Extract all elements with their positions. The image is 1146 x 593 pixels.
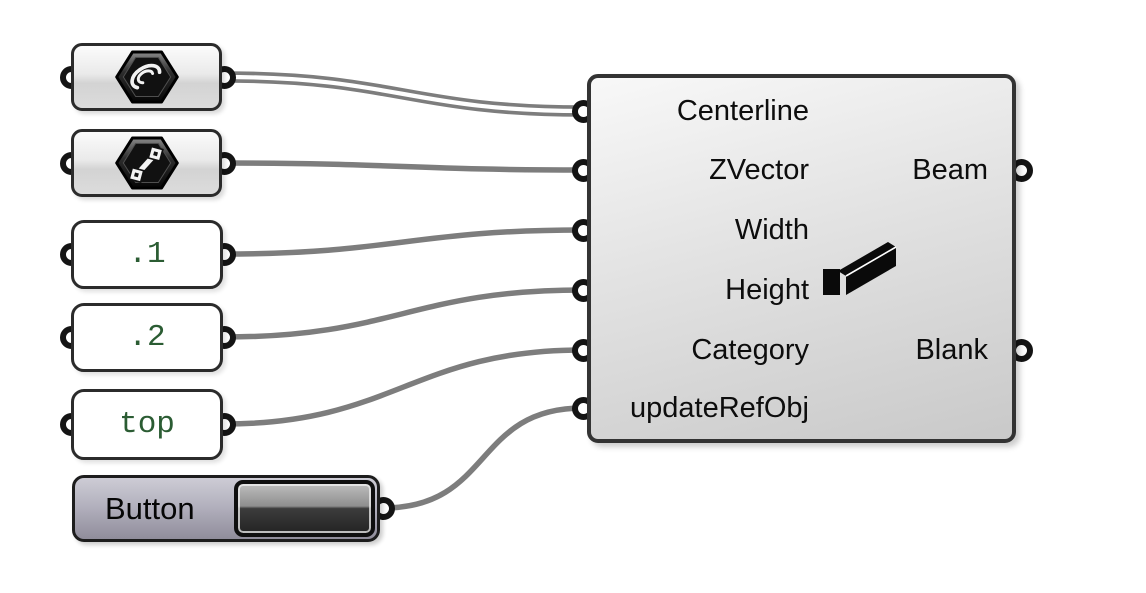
panel-height-value[interactable]: .2 bbox=[71, 303, 223, 372]
wire-curve_param.out-beam.in0[interactable] bbox=[223, 74, 584, 114]
input-label-category: Category bbox=[691, 334, 809, 366]
panel-category-text: top bbox=[119, 407, 175, 442]
button-node-label: Button bbox=[105, 491, 195, 526]
wire-panel_category.out-beam.in4[interactable] bbox=[223, 347, 584, 427]
wire-button.out-beam.in5[interactable] bbox=[382, 405, 584, 511]
beam-component[interactable]: Centerline ZVector Width Height Category… bbox=[587, 74, 1016, 443]
input-label-zvector: ZVector bbox=[709, 154, 809, 186]
output-label-blank: Blank bbox=[915, 334, 988, 366]
curve-param-node[interactable] bbox=[71, 43, 222, 111]
wire-panel_width.out-beam.in2[interactable] bbox=[223, 227, 584, 257]
curve-spiral-icon bbox=[114, 50, 179, 104]
panel-category-value[interactable]: top bbox=[71, 389, 223, 460]
line-segment-icon bbox=[114, 136, 179, 190]
panel-height-text: .2 bbox=[128, 320, 166, 355]
output-label-beam: Beam bbox=[912, 154, 988, 186]
panel-width-text: .1 bbox=[128, 237, 166, 272]
wire-line_param.out-beam.in1[interactable] bbox=[223, 160, 584, 173]
button-press-area[interactable] bbox=[234, 480, 375, 537]
button-node: Button bbox=[72, 475, 380, 542]
beam-3d-icon bbox=[823, 242, 897, 295]
input-label-height: Height bbox=[725, 274, 809, 306]
wire-panel_height.out-beam.in3[interactable] bbox=[223, 287, 584, 340]
input-label-width: Width bbox=[734, 214, 809, 246]
panel-width-value[interactable]: .1 bbox=[71, 220, 223, 289]
input-label-centerline: Centerline bbox=[676, 95, 809, 127]
line-param-node[interactable] bbox=[71, 129, 222, 197]
input-label-updaterefobj: updateRefObj bbox=[630, 392, 809, 424]
